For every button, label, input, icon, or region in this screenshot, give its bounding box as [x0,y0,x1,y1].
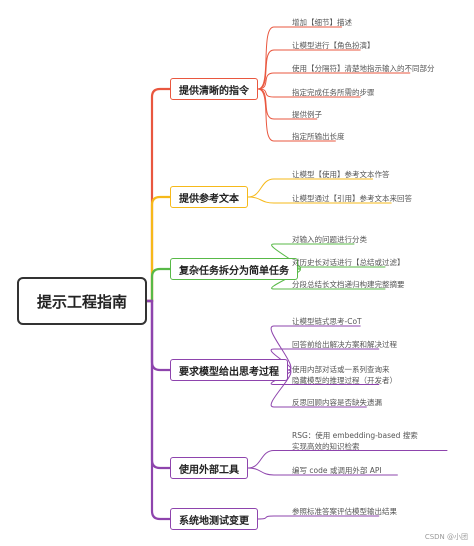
leaf-connector [247,467,398,476]
leaf-node[interactable]: 使用内部对话或一系列查询来 隐藏模型的推理过程（开发者） [292,364,397,385]
branch-node-external-tools[interactable]: 使用外部工具 [170,457,248,479]
branch-node-systematic-testing[interactable]: 系统地测试变更 [170,508,258,530]
leaf-connector [271,243,355,270]
watermark: CSDN @小团 [424,533,468,541]
leaf-node[interactable]: 指定完成任务所需的步骤 [292,88,375,97]
leaf-node[interactable]: RSG：使用 embedding-based 搜索 实现高效的知识检索 [292,430,418,451]
leaf-node[interactable]: 让模型进行【角色扮演】 [292,41,375,50]
root-node-label: 提示工程指南 [36,292,127,311]
branch-node-split-tasks[interactable]: 复杂任务拆分为简单任务 [170,258,298,280]
branch-label: 提供清晰的指令 [179,85,249,97]
leaf-node[interactable]: 增加【细节】描述 [292,18,352,27]
leaf-node[interactable]: 对历史长对话进行【总结或过滤】 [292,258,405,267]
leaf-node[interactable]: 使用【分隔符】清楚地指示输入的不同部分 [292,64,435,73]
branch-label: 系统地测试变更 [179,515,249,527]
leaf-node[interactable]: 提供例子 [292,110,322,119]
leaf-connector [247,178,374,198]
leaf-connector [257,72,411,90]
leaf-node[interactable]: 对输入的问题进行分类 [292,235,367,244]
leaf-connector [270,369,367,408]
leaf-node[interactable]: 让模型通过【引用】参考文本来回答 [292,194,412,203]
branch-connector [145,267,172,303]
leaf-connector [247,450,448,469]
branch-label: 提供参考文本 [179,193,239,205]
leaf-connector [270,348,380,371]
leaf-node[interactable]: 编写 code 或调用外部 API [292,466,382,475]
leaf-node[interactable]: 分段总结长文档递归构建完整摘要 [292,280,405,289]
leaf-connector [257,26,343,90]
branch-node-thinking-process[interactable]: 要求模型给出思考过程 [170,359,288,381]
leaf-node[interactable]: 反思回顾内容是否缺失遗漏 [292,398,382,407]
branch-node-clear-instructions[interactable]: 提供清晰的指令 [170,78,258,100]
leaf-connector [257,49,361,90]
branch-connector [145,299,172,521]
branch-label: 要求模型给出思考过程 [179,366,279,378]
branch-label: 使用外部工具 [179,464,239,476]
branch-connector [145,299,172,470]
branch-connector [145,195,172,303]
branch-node-reference-text[interactable]: 提供参考文本 [170,186,248,208]
leaf-connector [247,196,392,204]
leaf-connector [257,88,336,142]
leaf-node[interactable]: 参照标准答案评估模型输出结果 [292,507,397,516]
root-node[interactable]: 提示工程指南 [17,277,147,325]
leaf-connector [271,268,386,290]
leaf-node[interactable]: 回答前给出解决方案和解决过程 [292,340,397,349]
branch-connector [145,87,172,303]
branch-label: 复杂任务拆分为简单任务 [179,265,289,277]
leaf-node[interactable]: 让模型链式思考-CoT [292,317,362,326]
branch-connector [145,299,172,372]
leaf-node[interactable]: 指定所输出长度 [292,132,345,141]
leaf-node[interactable]: 让模型【使用】参考文本作答 [292,170,390,179]
leaf-connector [257,515,380,520]
